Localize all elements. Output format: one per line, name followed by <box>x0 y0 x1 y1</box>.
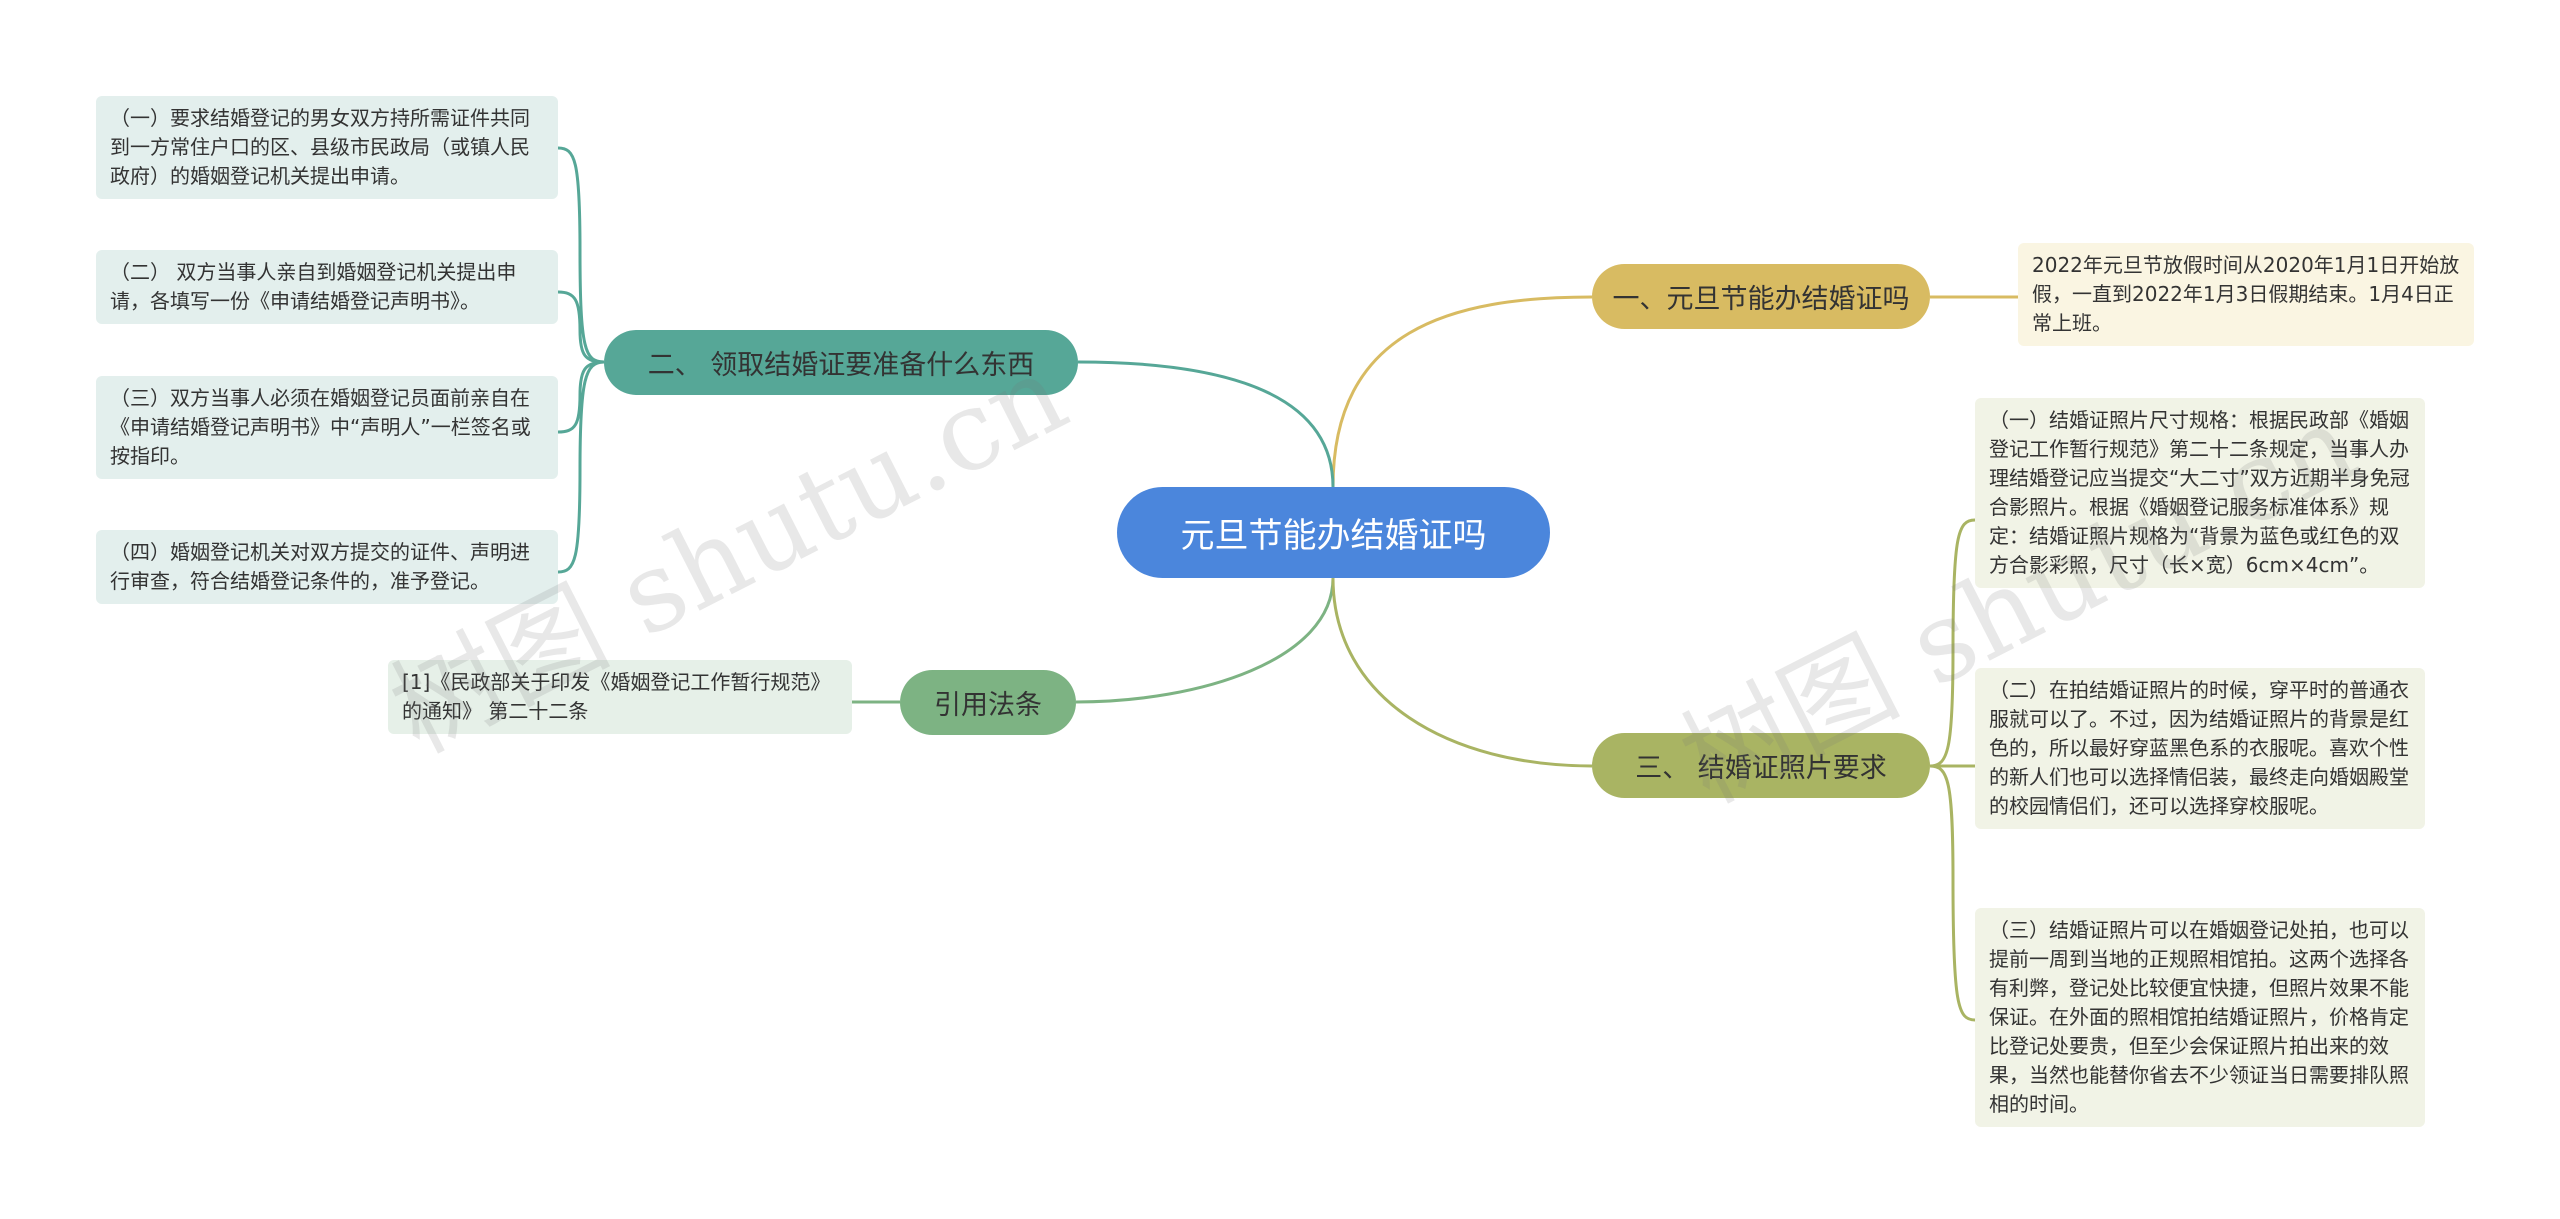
edge-b2-leaf2 <box>557 290 605 364</box>
branch-node-4[interactable]: 三、 结婚证照片要求 <box>1592 733 1930 798</box>
edge-b2-leaf4 <box>557 360 605 574</box>
leaf-text: （一）要求结婚登记的男女双方持所需证件共同到一方常住户口的区、县级市民政局（或镇… <box>110 106 530 188</box>
edge-central-b1 <box>1331 295 1593 488</box>
branch-label: 一、元旦节能办结婚证吗 <box>1612 284 1910 315</box>
branch-label: 二、 领取结婚证要准备什么东西 <box>647 350 1035 381</box>
leaf-text: （四）婚姻登记机关对双方提交的证件、声明进行审查，符合结婚登记条件的，准予登记。 <box>110 540 530 593</box>
leaf-text: （三）结婚证照片可以在婚姻登记处拍，也可以提前一周到当地的正规照相馆拍。这两个选… <box>1989 918 2409 1116</box>
branch-node-3[interactable]: 引用法条 <box>900 670 1076 735</box>
edge-b2-leaf1 <box>557 146 605 364</box>
leaf-node[interactable]: （三）结婚证照片可以在婚姻登记处拍，也可以提前一周到当地的正规照相馆拍。这两个选… <box>1975 908 2425 1127</box>
edge-central-b4 <box>1331 577 1593 768</box>
leaf-node[interactable]: （三）双方当事人必须在婚姻登记员面前亲自在《申请结婚登记声明书》中“声明人”一栏… <box>96 376 558 479</box>
central-topic[interactable]: 元旦节能办结婚证吗 <box>1117 487 1550 578</box>
leaf-node[interactable]: 2022年元旦节放假时间从2020年1月1日开始放假，一直到2022年1月3日假… <box>2018 243 2474 346</box>
edge-b2-leaf3 <box>557 360 605 434</box>
leaf-text: 2022年元旦节放假时间从2020年1月1日开始放假，一直到2022年1月3日假… <box>2032 253 2460 335</box>
central-topic-label: 元旦节能办结婚证吗 <box>1180 516 1487 556</box>
edge-central-b2 <box>1077 360 1335 488</box>
branch-label: 三、 结婚证照片要求 <box>1635 753 1887 784</box>
leaf-text: （二）在拍结婚证照片的时候，穿平时的普通衣服就可以了。不过，因为结婚证照片的背景… <box>1989 678 2409 818</box>
edge-b4-leaf1 <box>1929 518 1976 768</box>
leaf-text: （三）双方当事人必须在婚姻登记员面前亲自在《申请结婚登记声明书》中“声明人”一栏… <box>110 386 531 468</box>
leaf-node[interactable]: （二） 双方当事人亲自到婚姻登记机关提出申请，各填写一份《申请结婚登记声明书》。 <box>96 250 558 324</box>
branch-node-1[interactable]: 一、元旦节能办结婚证吗 <box>1592 264 1930 329</box>
leaf-node[interactable]: （一）要求结婚登记的男女双方持所需证件共同到一方常住户口的区、县级市民政局（或镇… <box>96 96 558 199</box>
edge-b4-leaf3 <box>1929 764 1976 1022</box>
branch-node-2[interactable]: 二、 领取结婚证要准备什么东西 <box>604 330 1078 395</box>
leaf-text: （二） 双方当事人亲自到婚姻登记机关提出申请，各填写一份《申请结婚登记声明书》。 <box>110 260 517 313</box>
branch-label: 引用法条 <box>934 690 1042 721</box>
leaf-node[interactable]: （二）在拍结婚证照片的时候，穿平时的普通衣服就可以了。不过，因为结婚证照片的背景… <box>1975 668 2425 829</box>
leaf-node[interactable]: （四）婚姻登记机关对双方提交的证件、声明进行审查，符合结婚登记条件的，准予登记。 <box>96 530 558 604</box>
leaf-text: [1]《民政部关于印发《婚姻登记工作暂行规范》的通知》 第二十二条 <box>402 670 831 723</box>
edge-central-b3 <box>1075 577 1335 704</box>
leaf-text: （一）结婚证照片尺寸规格：根据民政部《婚姻登记工作暂行规范》第二十二条规定，当事… <box>1989 408 2410 577</box>
leaf-node[interactable]: [1]《民政部关于印发《婚姻登记工作暂行规范》的通知》 第二十二条 <box>388 660 852 734</box>
leaf-node[interactable]: （一）结婚证照片尺寸规格：根据民政部《婚姻登记工作暂行规范》第二十二条规定，当事… <box>1975 398 2425 588</box>
